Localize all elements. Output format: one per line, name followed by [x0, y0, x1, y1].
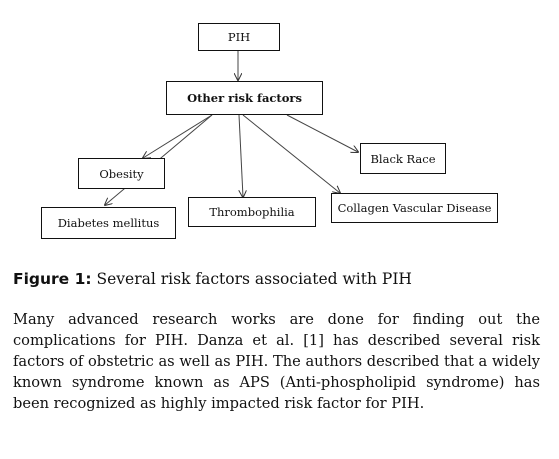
arrow-other-to-black-race	[286, 114, 358, 152]
figure-caption-label: Figure 1:	[13, 270, 92, 288]
node-thrombophilia: Thrombophilia	[188, 197, 316, 227]
node-collagen-vascular-disease-label: Collagen Vascular Disease	[337, 201, 492, 215]
node-thrombophilia-label: Thrombophilia	[209, 205, 295, 219]
node-obesity: Obesity	[78, 158, 165, 189]
node-other-risk-factors: Other risk factors	[166, 81, 323, 115]
node-black-race: Black Race	[360, 143, 446, 174]
node-pih-label: PIH	[227, 30, 251, 44]
node-pih: PIH	[198, 23, 280, 51]
node-diabetes-mellitus: Diabetes mellitus	[41, 207, 176, 239]
node-collagen-vascular-disease: Collagen Vascular Disease	[331, 193, 498, 223]
node-other-risk-factors-label: Other risk factors	[187, 91, 302, 105]
figure-caption-text: Several risk factors associated with PIH	[91, 270, 412, 288]
body-paragraph: Many advanced research works are done fo…	[13, 311, 540, 412]
arrow-other-to-thrombophilia	[238, 114, 243, 197]
risk-factor-diagram: PIH Other risk factors Obesity Diabetes …	[41, 23, 498, 239]
arrow-other-to-collagen	[242, 114, 340, 193]
figure-caption: Figure 1: Several risk factors associate…	[13, 270, 412, 288]
node-diabetes-mellitus-label: Diabetes mellitus	[57, 216, 160, 230]
node-black-race-label: Black Race	[370, 151, 436, 166]
arrow-other-to-obesity	[143, 114, 213, 158]
node-obesity-label: Obesity	[99, 166, 144, 181]
